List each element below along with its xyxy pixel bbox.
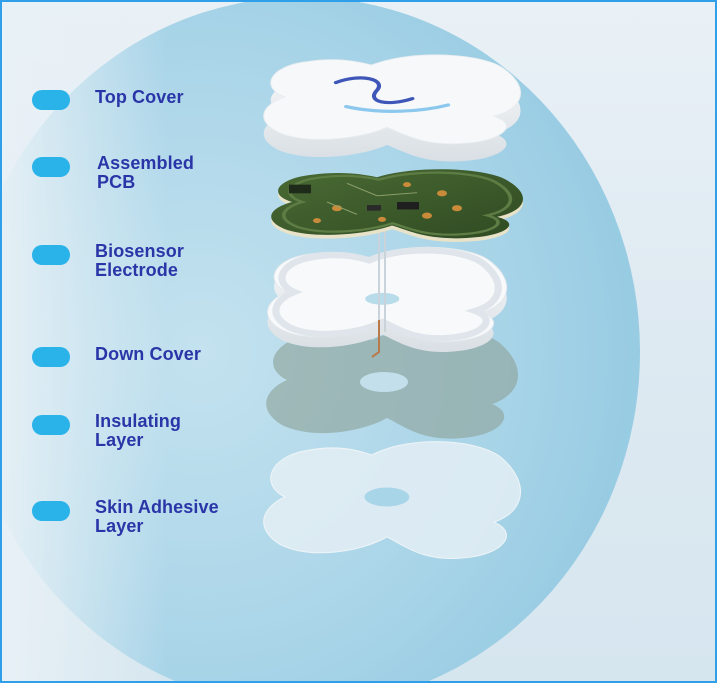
legend-bullet	[32, 157, 70, 177]
insulating-layer-shape	[266, 327, 519, 439]
top-cover-shape	[263, 54, 522, 162]
assembled-pcb-shape	[271, 169, 524, 243]
legend-label-assembled-pcb: Assembled PCB	[97, 153, 194, 192]
legend-item-down-cover: Down Cover	[32, 345, 262, 391]
down-cover-shape	[267, 246, 508, 353]
legend-bullet	[32, 347, 70, 367]
legend-item-biosensor-electrode: Biosensor Electrode	[32, 241, 262, 287]
top-cover-logo-icon	[333, 76, 451, 113]
legend-bullet	[32, 90, 70, 110]
legend-item-assembled-pcb: Assembled PCB	[32, 153, 262, 199]
legend-item-skin-adhesive-layer: Skin Adhesive Layer	[32, 497, 262, 543]
legend-item-insulating-layer: Insulating Layer	[32, 411, 262, 457]
legend-label-top-cover: Top Cover	[95, 87, 184, 107]
legend-label-skin-adhesive-layer: Skin Adhesive Layer	[95, 497, 219, 536]
legend-label-biosensor-electrode: Biosensor Electrode	[95, 241, 184, 280]
legend-bullet	[32, 415, 70, 435]
legend-bullet	[32, 501, 70, 521]
skin-adhesive-layer-shape	[263, 441, 522, 560]
electrode-wires	[371, 227, 386, 358]
legend-label-insulating-layer: Insulating Layer	[95, 411, 181, 450]
legend-label-down-cover: Down Cover	[95, 344, 202, 364]
legend-bullet	[32, 245, 70, 265]
legend-item-top-cover: Top Cover	[32, 86, 262, 132]
